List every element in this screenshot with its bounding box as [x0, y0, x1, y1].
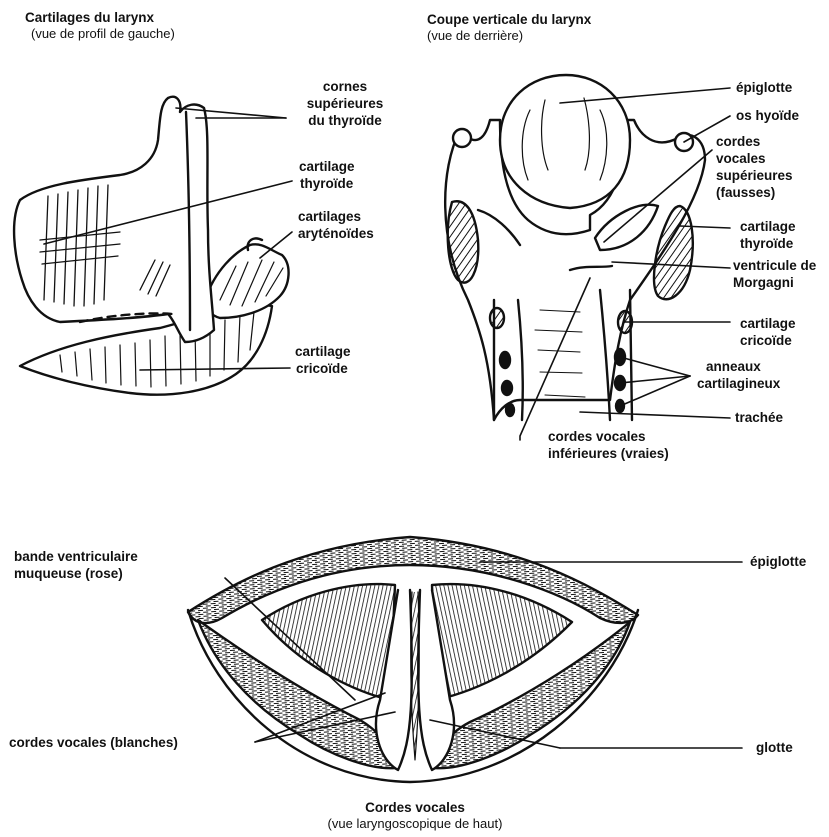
- panel-b-subtitle: (vue de derrière): [427, 28, 523, 44]
- label-trachee: trachée: [735, 410, 783, 426]
- label-cordes-blanches: cordes vocales (blanches): [9, 735, 178, 751]
- label-sup-4: (fausses): [716, 185, 775, 201]
- label-ventricule-2: Morgagni: [733, 275, 794, 291]
- label-sup-3: supérieures: [716, 168, 793, 184]
- label-hyoide: os hyoïde: [736, 108, 799, 124]
- label-ventricule-1: ventricule de: [733, 258, 816, 274]
- panel-a-title: Cartilages du larynx: [25, 10, 154, 26]
- panel-a-subtitle: (vue de profil de gauche): [31, 26, 175, 42]
- label-cornes-2: supérieures: [295, 96, 395, 112]
- label-anneaux-1: anneaux: [706, 359, 761, 375]
- label-inf-2: inférieures (vraies): [548, 446, 669, 462]
- epiglottis-shape: [500, 75, 630, 208]
- label-sup-1: cordes: [716, 134, 760, 150]
- arytenoid-cartilage-shape: [205, 244, 289, 318]
- label-aryt-1: cartilages: [298, 209, 361, 225]
- panel-a-drawing: [14, 97, 292, 395]
- label-b-epiglotte: épiglotte: [736, 80, 792, 96]
- label-cornes-3: du thyroïde: [295, 113, 395, 129]
- label-a-cricoide-1: cartilage: [295, 344, 351, 360]
- label-a-thyroide-2: thyroïde: [300, 176, 353, 192]
- label-c-epiglotte: épiglotte: [750, 554, 806, 570]
- panel-c-title: Cordes vocales: [250, 800, 580, 816]
- panel-c-drawing: [188, 537, 742, 782]
- label-b-thyroide-2: thyroïde: [740, 236, 793, 252]
- label-b-cricoide-1: cartilage: [740, 316, 796, 332]
- label-anneaux-2: cartilagineux: [697, 376, 780, 392]
- label-bande-2: muqueuse (rose): [14, 566, 123, 582]
- label-b-cricoide-2: cricoïde: [740, 333, 792, 349]
- label-a-thyroide-1: cartilage: [299, 159, 355, 175]
- label-sup-2: vocales: [716, 151, 766, 167]
- label-b-thyroide-1: cartilage: [740, 219, 796, 235]
- panel-b-title: Coupe verticale du larynx: [427, 12, 591, 28]
- label-inf-1: cordes vocales: [548, 429, 646, 445]
- label-cornes-1: cornes: [295, 79, 395, 95]
- thyroid-cartilage-shape: [14, 97, 214, 342]
- label-aryt-2: aryténoïdes: [298, 226, 374, 242]
- panel-c-subtitle: (vue laryngoscopique de haut): [250, 816, 580, 832]
- label-glotte: glotte: [756, 740, 793, 756]
- label-bande-1: bande ventriculaire: [14, 549, 138, 565]
- label-a-cricoide-2: cricoïde: [296, 361, 348, 377]
- panel-b-drawing: [445, 75, 730, 440]
